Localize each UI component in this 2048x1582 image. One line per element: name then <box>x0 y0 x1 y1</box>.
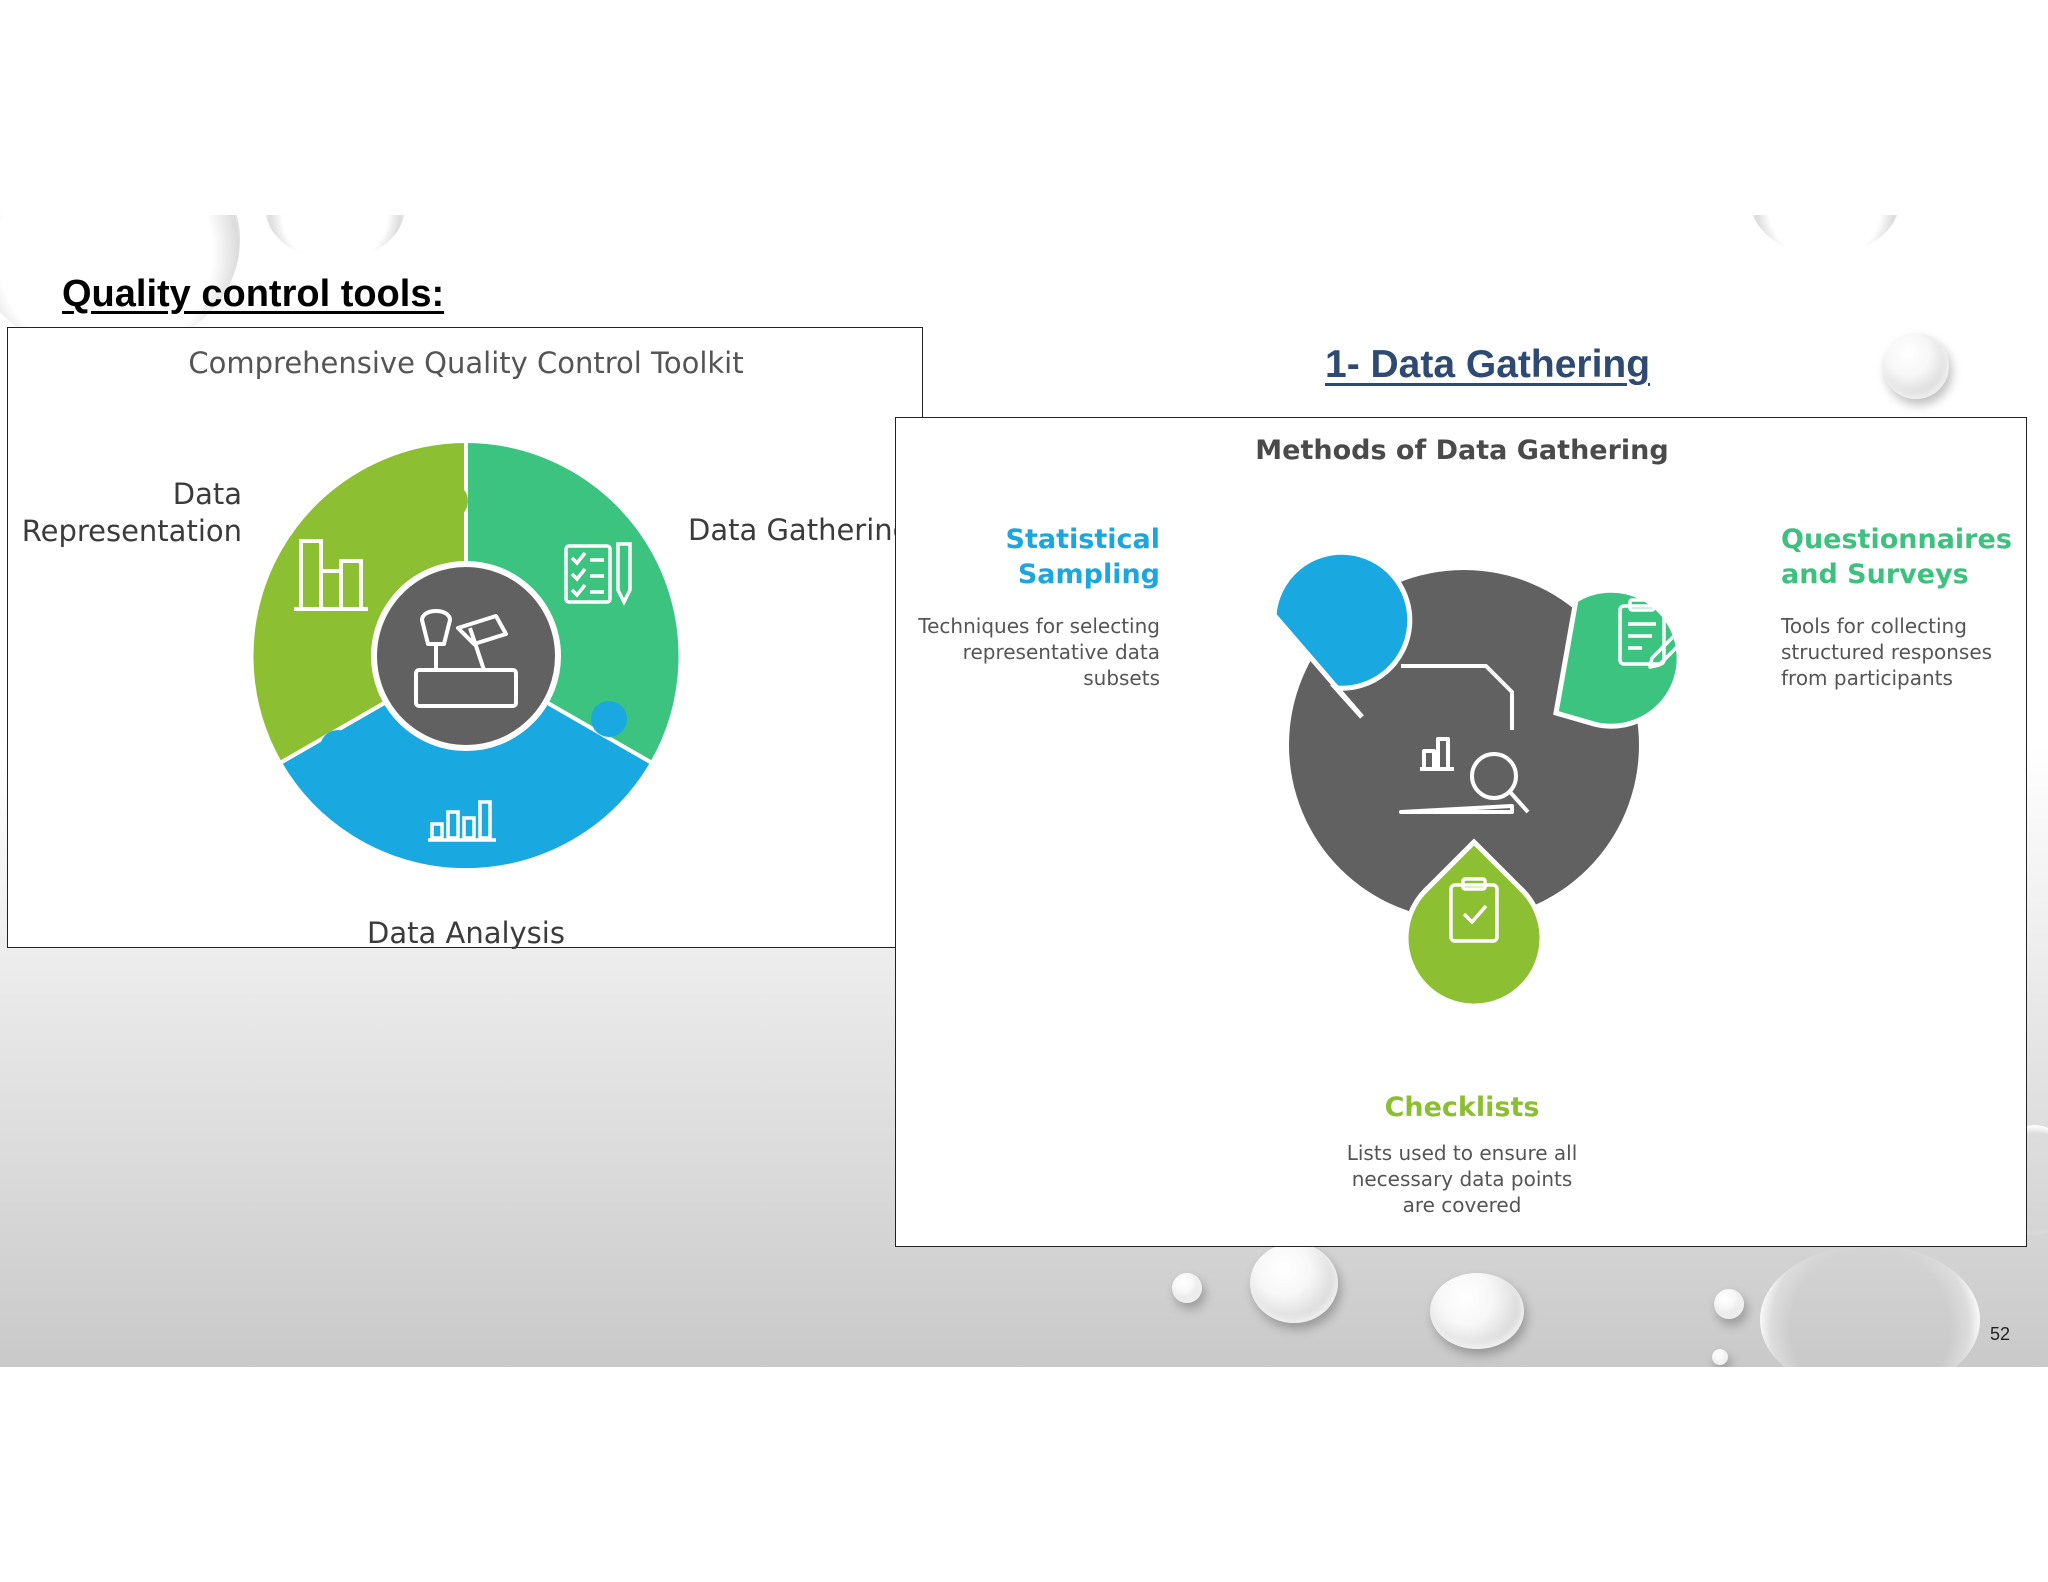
method-title-checklists: Checklists <box>1384 1092 1540 1123</box>
toolkit-title: Comprehensive Quality Control Toolkit <box>188 346 744 380</box>
method-title-questionnaires: Questionnaires and Surveys <box>1781 522 2012 592</box>
water-drop-decoration <box>1760 1245 1980 1367</box>
clipboard-pen-icon <box>1618 598 1687 669</box>
title-line: Sampling <box>1017 559 1160 590</box>
page-number: 52 <box>1989 1324 2010 1344</box>
checklist-pen-icon <box>564 542 632 606</box>
methods-diagram <box>1212 549 1687 1009</box>
sampling-drop <box>1271 549 1413 719</box>
water-drop-decoration <box>1172 1273 1202 1303</box>
method-desc-questionnaires: Tools for collecting structured response… <box>1781 613 2011 691</box>
toolkit-panel: Comprehensive Quality Control Toolkit Da… <box>7 327 923 950</box>
label-line: Representation <box>21 514 242 548</box>
desc-line: representative data <box>962 640 1160 664</box>
method-desc-checklists: Lists used to ensure all necessary data … <box>1336 1140 1588 1218</box>
water-drop-decoration <box>1430 1273 1524 1349</box>
slide-title: Quality control tools: <box>62 273 445 315</box>
puzzle-knob <box>591 701 627 737</box>
checklist-icon <box>1449 877 1499 943</box>
water-drop-decoration <box>1750 215 1900 255</box>
label-data-representation: Data Representation <box>22 476 242 550</box>
analysis-bars-icon <box>428 800 496 842</box>
desc-line: structured responses <box>1781 640 1993 664</box>
slide: Quality control tools: 1- Data Gathering… <box>0 215 2048 1367</box>
methods-panel: Methods of Data Gathering Statistical Sa… <box>895 417 2027 1247</box>
desc-line: from participants <box>1781 666 1953 690</box>
label-data-analysis: Data Analysis <box>367 916 565 950</box>
desc-line: necessary data points <box>1351 1167 1573 1191</box>
desc-line: Lists used to ensure all <box>1346 1141 1578 1165</box>
toolkit-center <box>371 561 561 751</box>
toolkit-wheel <box>249 438 683 873</box>
water-drop-decoration <box>1714 1289 1744 1319</box>
desc-line: Tools for collecting <box>1781 614 1967 638</box>
label-line: Data <box>172 477 242 511</box>
methods-title: Methods of Data Gathering <box>1255 435 1669 466</box>
water-drop-decoration <box>1712 1349 1728 1365</box>
section-heading: 1- Data Gathering <box>1325 343 1651 386</box>
questionnaires-drop <box>1553 587 1682 729</box>
title-line: and Surveys <box>1781 559 1969 590</box>
desc-line: Techniques for selecting <box>918 614 1160 638</box>
method-desc-statistical-sampling: Techniques for selecting representative … <box>900 613 1160 691</box>
water-drop-decoration <box>265 215 405 260</box>
puzzle-knob <box>320 730 356 766</box>
water-drop-decoration <box>1250 1243 1338 1323</box>
checklists-drop <box>1403 838 1545 1009</box>
title-line: Statistical <box>1005 524 1160 555</box>
desc-line: are covered <box>1402 1193 1522 1217</box>
puzzle-knob <box>432 483 468 519</box>
title-line: Questionnaires <box>1781 524 2012 555</box>
water-drop-decoration <box>1883 333 1949 399</box>
document-search-icon <box>1399 664 1530 814</box>
bar-chart-icon <box>294 539 368 611</box>
method-title-statistical-sampling: Statistical Sampling <box>900 522 1160 592</box>
sampling-icon <box>1212 586 1280 651</box>
label-data-gathering: Data Gathering <box>688 513 912 547</box>
tools-icon <box>414 609 518 708</box>
desc-line: subsets <box>1083 666 1160 690</box>
